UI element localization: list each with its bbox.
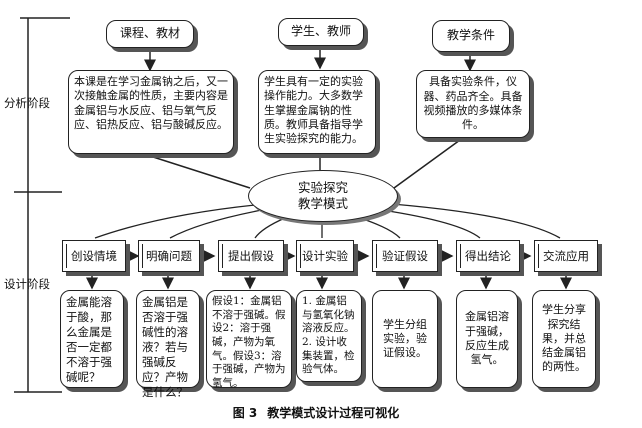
detail-propose-hypothesis: 假设1：金属铝不溶于强碱。假设2：溶于强碱，产物为氧气。假设3：溶于强碱，产物为… <box>206 290 292 389</box>
teaching-model-ellipse: 实验探究 教学模式 <box>248 170 398 222</box>
detail-create-scenario: 金属能溶于酸，那么金属是否一定都不溶于强碱呢？ <box>60 290 124 388</box>
design-stage-label: 设计阶段 <box>4 277 50 291</box>
figure-caption: 图 3 教学模式设计过程可视化 <box>0 404 642 421</box>
stage-create-scenario: 创设情境 <box>62 240 126 272</box>
detail-share-apply: 学生分享探究结果，并总结金属铝的两性。 <box>532 290 596 388</box>
stage-design-experiment: 设计实验 <box>296 240 354 272</box>
course-title-box: 课程、教材 <box>106 20 194 48</box>
detail-draw-conclusion: 金属铝溶于强碱，反应生成氢气。 <box>456 290 518 388</box>
conditions-title-box: 教学条件 <box>432 20 510 52</box>
course-text-box: 本课是在学习金属钠之后，又一次接触金属的性质，主要内容是金属铝与水反应、铝与氧气… <box>68 70 234 154</box>
conditions-text-box: 具备实验条件，仪器、药品齐全。具备视频播放的多媒体条件。 <box>416 70 530 138</box>
stage-clarify-question: 明确问题 <box>138 240 200 272</box>
detail-clarify-question: 金属铝是否溶于强碱性的溶液？若与强碱反应？产物是什么？ <box>136 290 200 399</box>
stage-propose-hypothesis: 提出假设 <box>218 240 284 272</box>
figure-title: 教学模式设计过程可视化 <box>267 406 400 420</box>
model-line-2: 教学模式 <box>297 196 348 211</box>
figure-number: 图 3 <box>232 406 258 420</box>
stage-share-apply: 交流应用 <box>534 240 598 272</box>
learner-title-box: 学生、教师 <box>278 18 364 46</box>
model-line-1: 实验探究 <box>297 180 348 196</box>
detail-verify-hypothesis: 学生分组实验，验证假设。 <box>372 290 438 388</box>
learner-text-box: 学生具有一定的实验操作能力。大多数学生掌握金属钠的性质。教师具备指导学生实验探究… <box>258 70 376 154</box>
stage-draw-conclusion: 得出结论 <box>456 240 520 272</box>
stage-verify-hypothesis: 验证假设 <box>372 240 438 272</box>
detail-design-experiment: 1. 金属铝与氢氧化钠溶液反应。2. 设计收集装置，检验气体。 <box>296 290 362 382</box>
analysis-stage-label: 分析阶段 <box>4 96 50 110</box>
